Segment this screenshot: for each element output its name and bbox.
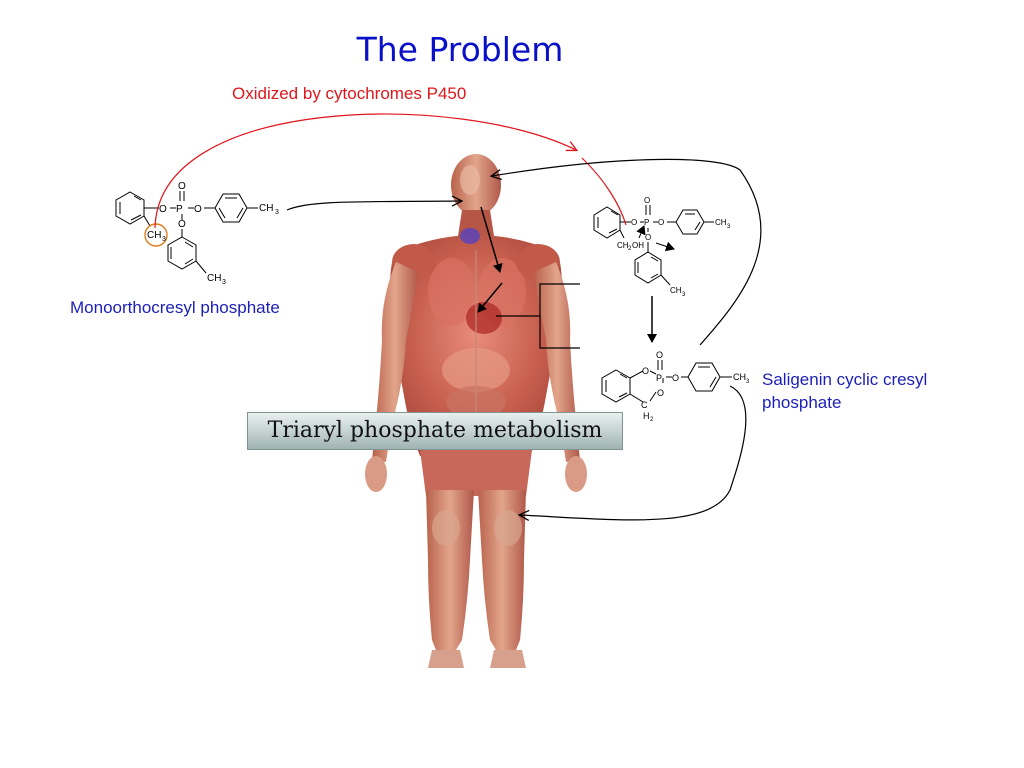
saligenin-label-line2: phosphate (762, 393, 842, 412)
svg-text:H: H (643, 411, 650, 421)
return-loop-arrow (492, 158, 762, 346)
head-down-arrow (480, 206, 503, 273)
svg-text:P: P (656, 373, 662, 383)
saligenin-molecule (601, 360, 732, 403)
right-upper-molecule (593, 205, 714, 286)
svg-text:O: O (644, 196, 650, 205)
left-phosphorus: P (176, 204, 183, 215)
left-ortho-ring (115, 191, 145, 225)
human-body-figure (365, 154, 587, 668)
svg-text:3: 3 (746, 379, 750, 385)
left-molecule (115, 191, 258, 274)
oxidation-continuation (581, 157, 627, 226)
svg-text:C: C (641, 400, 648, 410)
svg-text:CH: CH (670, 286, 682, 295)
arrows (154, 113, 762, 520)
left-phosphoryl-oxygen: O (178, 181, 186, 192)
monoorthocresyl-phosphate-label: Monoorthocresyl phosphate (70, 298, 280, 317)
liver-bracket (496, 283, 580, 349)
svg-text:CH: CH (715, 218, 727, 227)
svg-text:2: 2 (650, 417, 654, 423)
svg-text:O: O (656, 350, 663, 360)
svg-text:P: P (644, 218, 649, 227)
svg-text:CH: CH (733, 372, 746, 382)
left-ester-oxygen-3: O (178, 219, 186, 230)
svg-text:O: O (631, 218, 637, 227)
svg-text:3: 3 (727, 224, 731, 230)
saligenin-label-line1: Saligenin cyclic cresyl (762, 370, 928, 389)
left-meta-methyl-sub: 3 (222, 279, 226, 286)
left-ortho-methyl: CH (147, 230, 161, 241)
svg-text:O: O (658, 218, 664, 227)
liver-arrow (477, 282, 503, 313)
svg-text:3: 3 (682, 292, 686, 298)
left-para-methyl-sub: 3 (275, 209, 279, 216)
metabolism-caption: Triaryl phosphate metabolism (247, 412, 623, 450)
oxidation-label: Oxidized by cytochromes P450 (232, 84, 467, 103)
right-upper-molecule-labels: O P O O O CH 3 CH 2 OH CH 3 (617, 196, 731, 298)
slide-title: The Problem (356, 30, 564, 69)
svg-text:O: O (657, 388, 664, 398)
svg-text:OH: OH (632, 241, 644, 250)
svg-text:CH: CH (617, 241, 629, 250)
oxidation-arc-arrow (154, 113, 576, 229)
methyl-highlight-circle (144, 223, 168, 247)
left-meta-methyl: CH (207, 273, 221, 284)
left-ortho-methyl-sub: 3 (162, 236, 166, 243)
saligenin-molecule-labels: O P O O O CH 3 C H 2 (641, 350, 750, 423)
to-legs-arrow (520, 385, 747, 520)
svg-text:O: O (672, 373, 679, 383)
left-para-methyl: CH (259, 203, 273, 214)
saligenin-label: Saligenin cyclic cresyl phosphate (762, 368, 927, 414)
left-molecule-labels: O P O O O CH 3 CH 3 CH 3 (147, 181, 279, 286)
left-ester-oxygen-1: O (159, 204, 167, 215)
svg-text:2: 2 (628, 246, 632, 252)
left-to-head-arrow (286, 201, 461, 211)
left-meta-ring (167, 236, 197, 270)
svg-text:O: O (642, 366, 649, 376)
left-ester-oxygen-2: O (194, 204, 202, 215)
svg-text:O: O (645, 233, 651, 242)
